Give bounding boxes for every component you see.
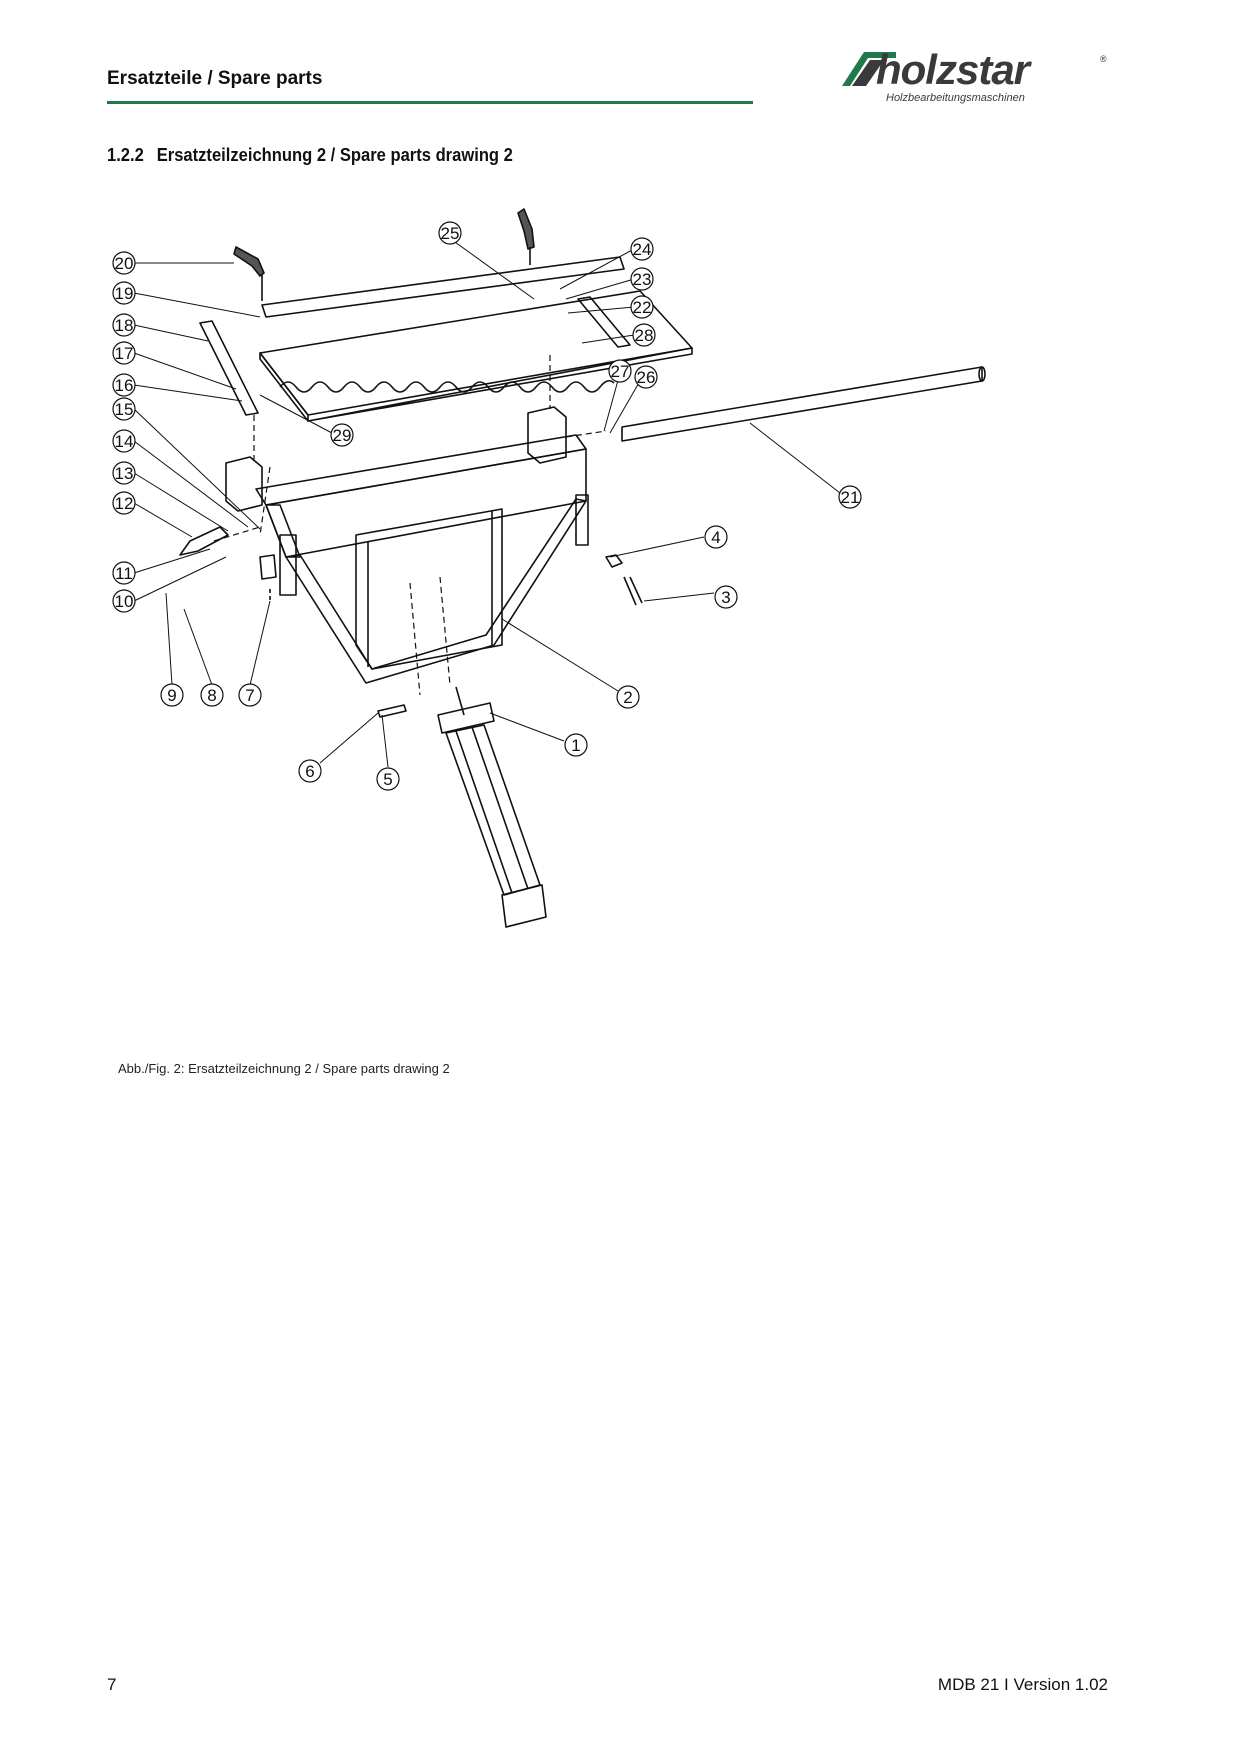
callout-8: 8	[200, 683, 224, 707]
logo-registered-mark: ®	[1100, 54, 1107, 64]
svg-text:10: 10	[115, 592, 134, 611]
svg-text:1: 1	[571, 736, 580, 755]
callout-15: 15	[112, 397, 136, 421]
callout-7: 7	[238, 683, 262, 707]
svg-text:29: 29	[333, 426, 352, 445]
top-bar	[261, 256, 625, 318]
svg-text:6: 6	[305, 762, 314, 781]
svg-text:16: 16	[115, 376, 134, 395]
callout-28: 28	[632, 323, 656, 347]
section-number: 1.2.2	[107, 145, 144, 165]
logo-wordmark: holzstar	[876, 46, 1030, 93]
callout-12: 12	[112, 491, 136, 515]
svg-text:2: 2	[623, 688, 632, 707]
callout-20: 20	[112, 251, 136, 275]
svg-text:7: 7	[245, 686, 254, 705]
svg-text:19: 19	[115, 284, 134, 303]
svg-text:9: 9	[167, 686, 176, 705]
svg-text:28: 28	[635, 326, 654, 345]
logo-mark-icon	[842, 52, 896, 86]
callout-3: 3	[714, 585, 738, 609]
svg-text:3: 3	[721, 588, 730, 607]
svg-text:23: 23	[633, 270, 652, 289]
header-title: Ersatzteile / Spare parts	[107, 68, 323, 89]
svg-text:26: 26	[637, 368, 656, 387]
spare-parts-drawing: 20 19 18 17 16 15 14 13 12 11 10 9 8 7 6…	[112, 208, 986, 928]
callout-21: 21	[838, 485, 862, 509]
section-title: Ersatzteilzeichnung 2 / Spare parts draw…	[156, 145, 513, 165]
svg-text:25: 25	[441, 224, 460, 243]
svg-text:27: 27	[611, 362, 630, 381]
callout-14: 14	[112, 429, 136, 453]
svg-text:13: 13	[115, 464, 134, 483]
holzstar-logo: holzstar Holzbearbeitungsmaschinen ®	[838, 46, 1118, 108]
svg-text:11: 11	[115, 564, 133, 583]
callout-24: 24	[630, 237, 654, 261]
callout-6: 6	[298, 759, 322, 783]
callout-23: 23	[630, 267, 654, 291]
callout-10: 10	[112, 589, 136, 613]
svg-text:22: 22	[633, 298, 652, 317]
callout-11: 11	[112, 561, 136, 585]
header-rule	[107, 101, 753, 104]
svg-text:21: 21	[841, 488, 860, 507]
page-number: 7	[107, 1675, 117, 1694]
document-version: MDB 21 I Version 1.02	[937, 1675, 1108, 1694]
figure-caption: Abb./Fig. 2: Ersatzteilzeichnung 2 / Spa…	[118, 1061, 450, 1076]
callout-27: 27	[608, 359, 632, 383]
callout-18: 18	[112, 313, 136, 337]
callout-17: 17	[112, 341, 136, 365]
svg-text:20: 20	[115, 254, 134, 273]
svg-text:8: 8	[207, 686, 216, 705]
svg-text:17: 17	[115, 344, 134, 363]
svg-text:12: 12	[115, 494, 134, 513]
callout-1: 1	[564, 733, 588, 757]
callout-19: 19	[112, 281, 136, 305]
svg-text:15: 15	[115, 400, 134, 419]
callout-13: 13	[112, 461, 136, 485]
callout-25: 25	[438, 221, 462, 245]
callout-16: 16	[112, 373, 136, 397]
svg-text:4: 4	[711, 528, 720, 547]
callout-29: 29	[330, 423, 354, 447]
section-heading: 1.2.2 Ersatzteilzeichnung 2 / Spare parts…	[107, 145, 513, 166]
logo-tagline: Holzbearbeitungsmaschinen	[886, 92, 1025, 104]
rod	[621, 366, 983, 442]
callout-4: 4	[704, 525, 728, 549]
svg-text:24: 24	[633, 240, 652, 259]
callout-26: 26	[634, 365, 658, 389]
callout-2: 2	[616, 685, 640, 709]
callout-5: 5	[376, 767, 400, 791]
svg-text:5: 5	[383, 770, 392, 789]
svg-text:14: 14	[115, 432, 134, 451]
callout-22: 22	[630, 295, 654, 319]
svg-text:18: 18	[115, 316, 134, 335]
callout-9: 9	[160, 683, 184, 707]
